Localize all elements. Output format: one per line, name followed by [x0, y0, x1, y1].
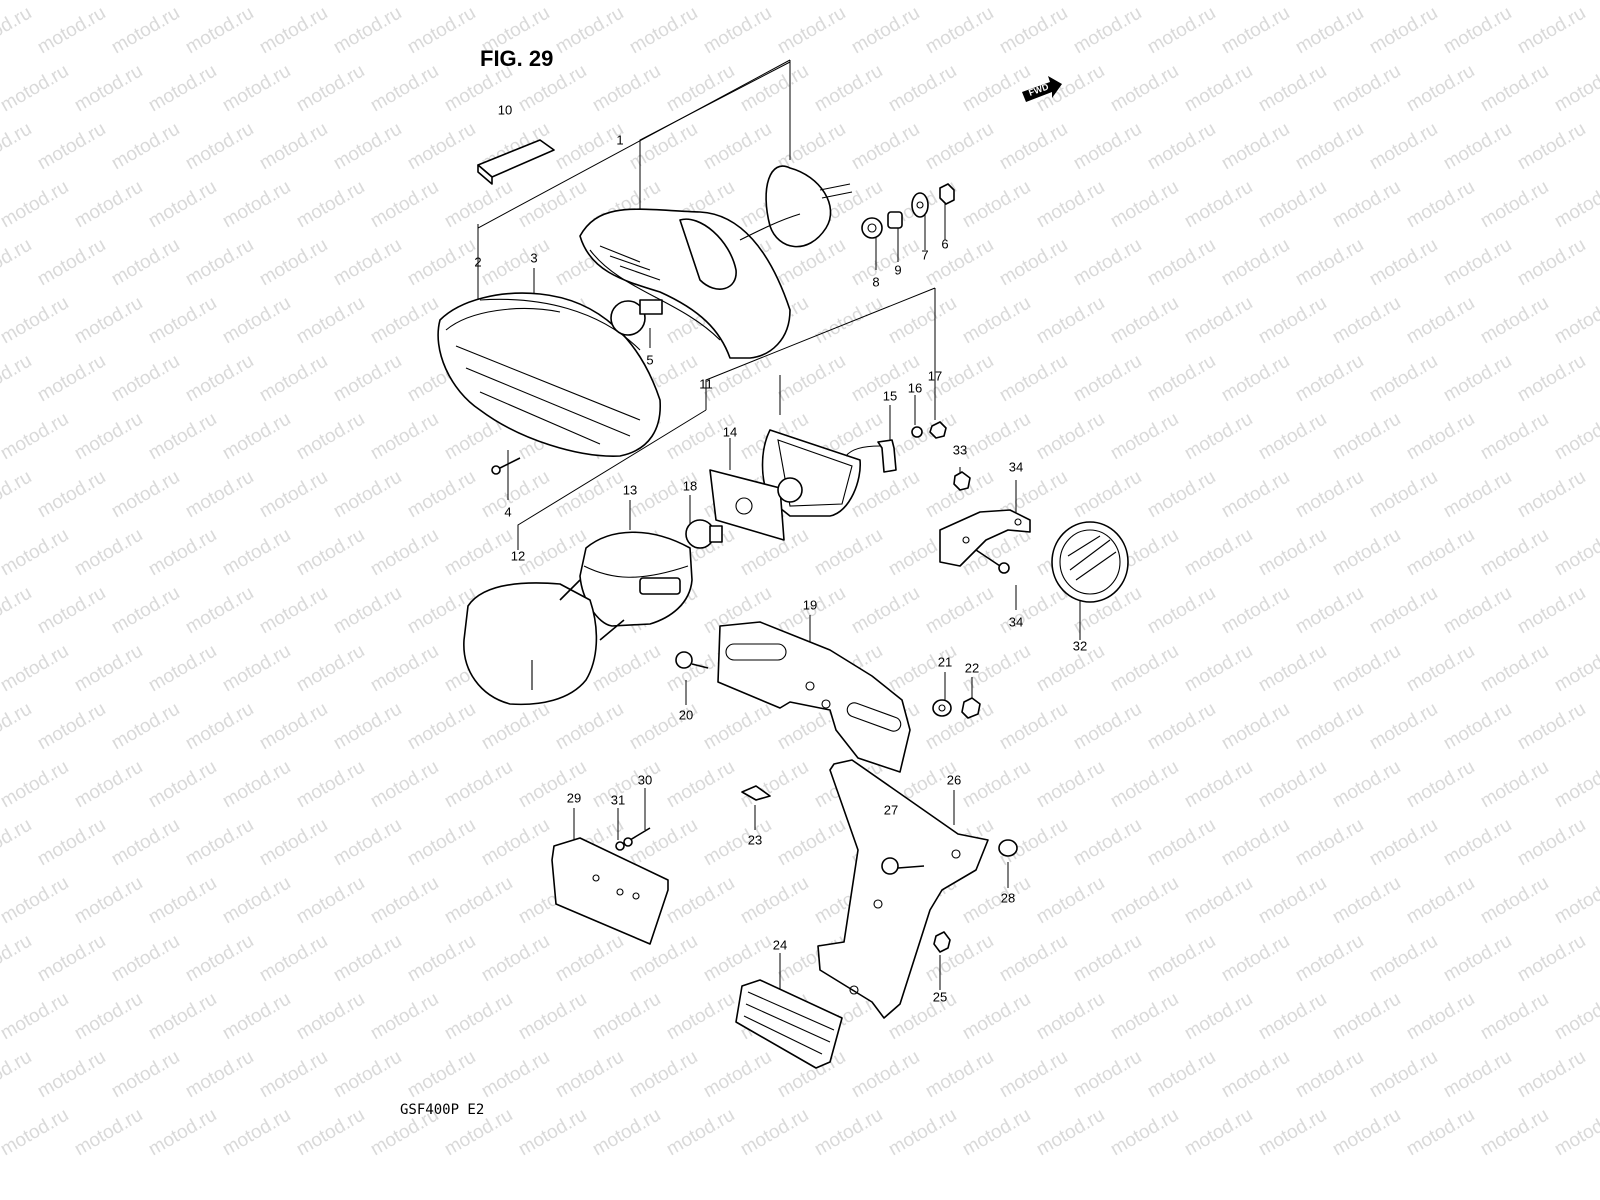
callout-6: 6 — [941, 236, 949, 252]
callout-9: 9 — [894, 262, 902, 278]
callout-4: 4 — [504, 504, 512, 520]
callout-19: 19 — [802, 597, 818, 613]
model-code: GSF400P E2 — [400, 1102, 485, 1118]
part-10-pad — [477, 139, 555, 185]
callout-12: 12 — [510, 548, 526, 564]
plate-29 — [551, 827, 669, 945]
license-bracket-19 — [675, 621, 981, 773]
callout-26: 26 — [946, 772, 962, 788]
callout-34: 34 — [1008, 459, 1024, 475]
callout-2: 2 — [474, 254, 482, 270]
screw-4 — [491, 457, 521, 475]
callout-11: 11 — [699, 376, 713, 392]
callout-27: 27 — [883, 802, 899, 818]
callout-8: 8 — [872, 274, 880, 290]
side-reflector-assembly — [939, 471, 1129, 603]
rear-reflector-24 — [735, 979, 843, 1069]
license-lamp-assembly — [685, 421, 947, 549]
callout-20: 20 — [678, 707, 694, 723]
callout-25: 25 — [932, 989, 948, 1005]
callout-33: 33 — [952, 442, 968, 458]
clip-23 — [741, 785, 771, 801]
callout-17: 17 — [927, 368, 943, 384]
callout-29: 29 — [566, 790, 582, 806]
callout-14: 14 — [722, 424, 738, 440]
callout-24: 24 — [772, 937, 788, 953]
callout-16: 16 — [907, 380, 923, 396]
callout-21: 21 — [937, 654, 953, 670]
callout-15: 15 — [882, 388, 898, 404]
callout-7: 7 — [921, 247, 929, 263]
callout-30: 30 — [637, 772, 653, 788]
callout-1: 1 — [616, 132, 624, 148]
callout-28: 28 — [1000, 890, 1016, 906]
callout-5: 5 — [646, 352, 654, 368]
forward-arrow-icon — [1022, 76, 1062, 102]
callout-13: 13 — [622, 482, 638, 498]
callout-32: 32 — [1072, 638, 1088, 654]
stay-26 — [817, 759, 1018, 1019]
callout-34: 34 — [1008, 614, 1024, 630]
callout-3: 3 — [530, 250, 538, 266]
tail-lamp-assembly — [437, 165, 853, 457]
figure-title: FIG. 29 — [480, 46, 554, 71]
callout-23: 23 — [747, 832, 763, 848]
callout-22: 22 — [964, 660, 980, 676]
callout-10: 10 — [497, 102, 513, 118]
callout-18: 18 — [682, 478, 698, 494]
callout-31: 31 — [610, 792, 626, 808]
license-lamp-lens — [463, 531, 693, 706]
mount-hardware-top — [861, 183, 955, 239]
